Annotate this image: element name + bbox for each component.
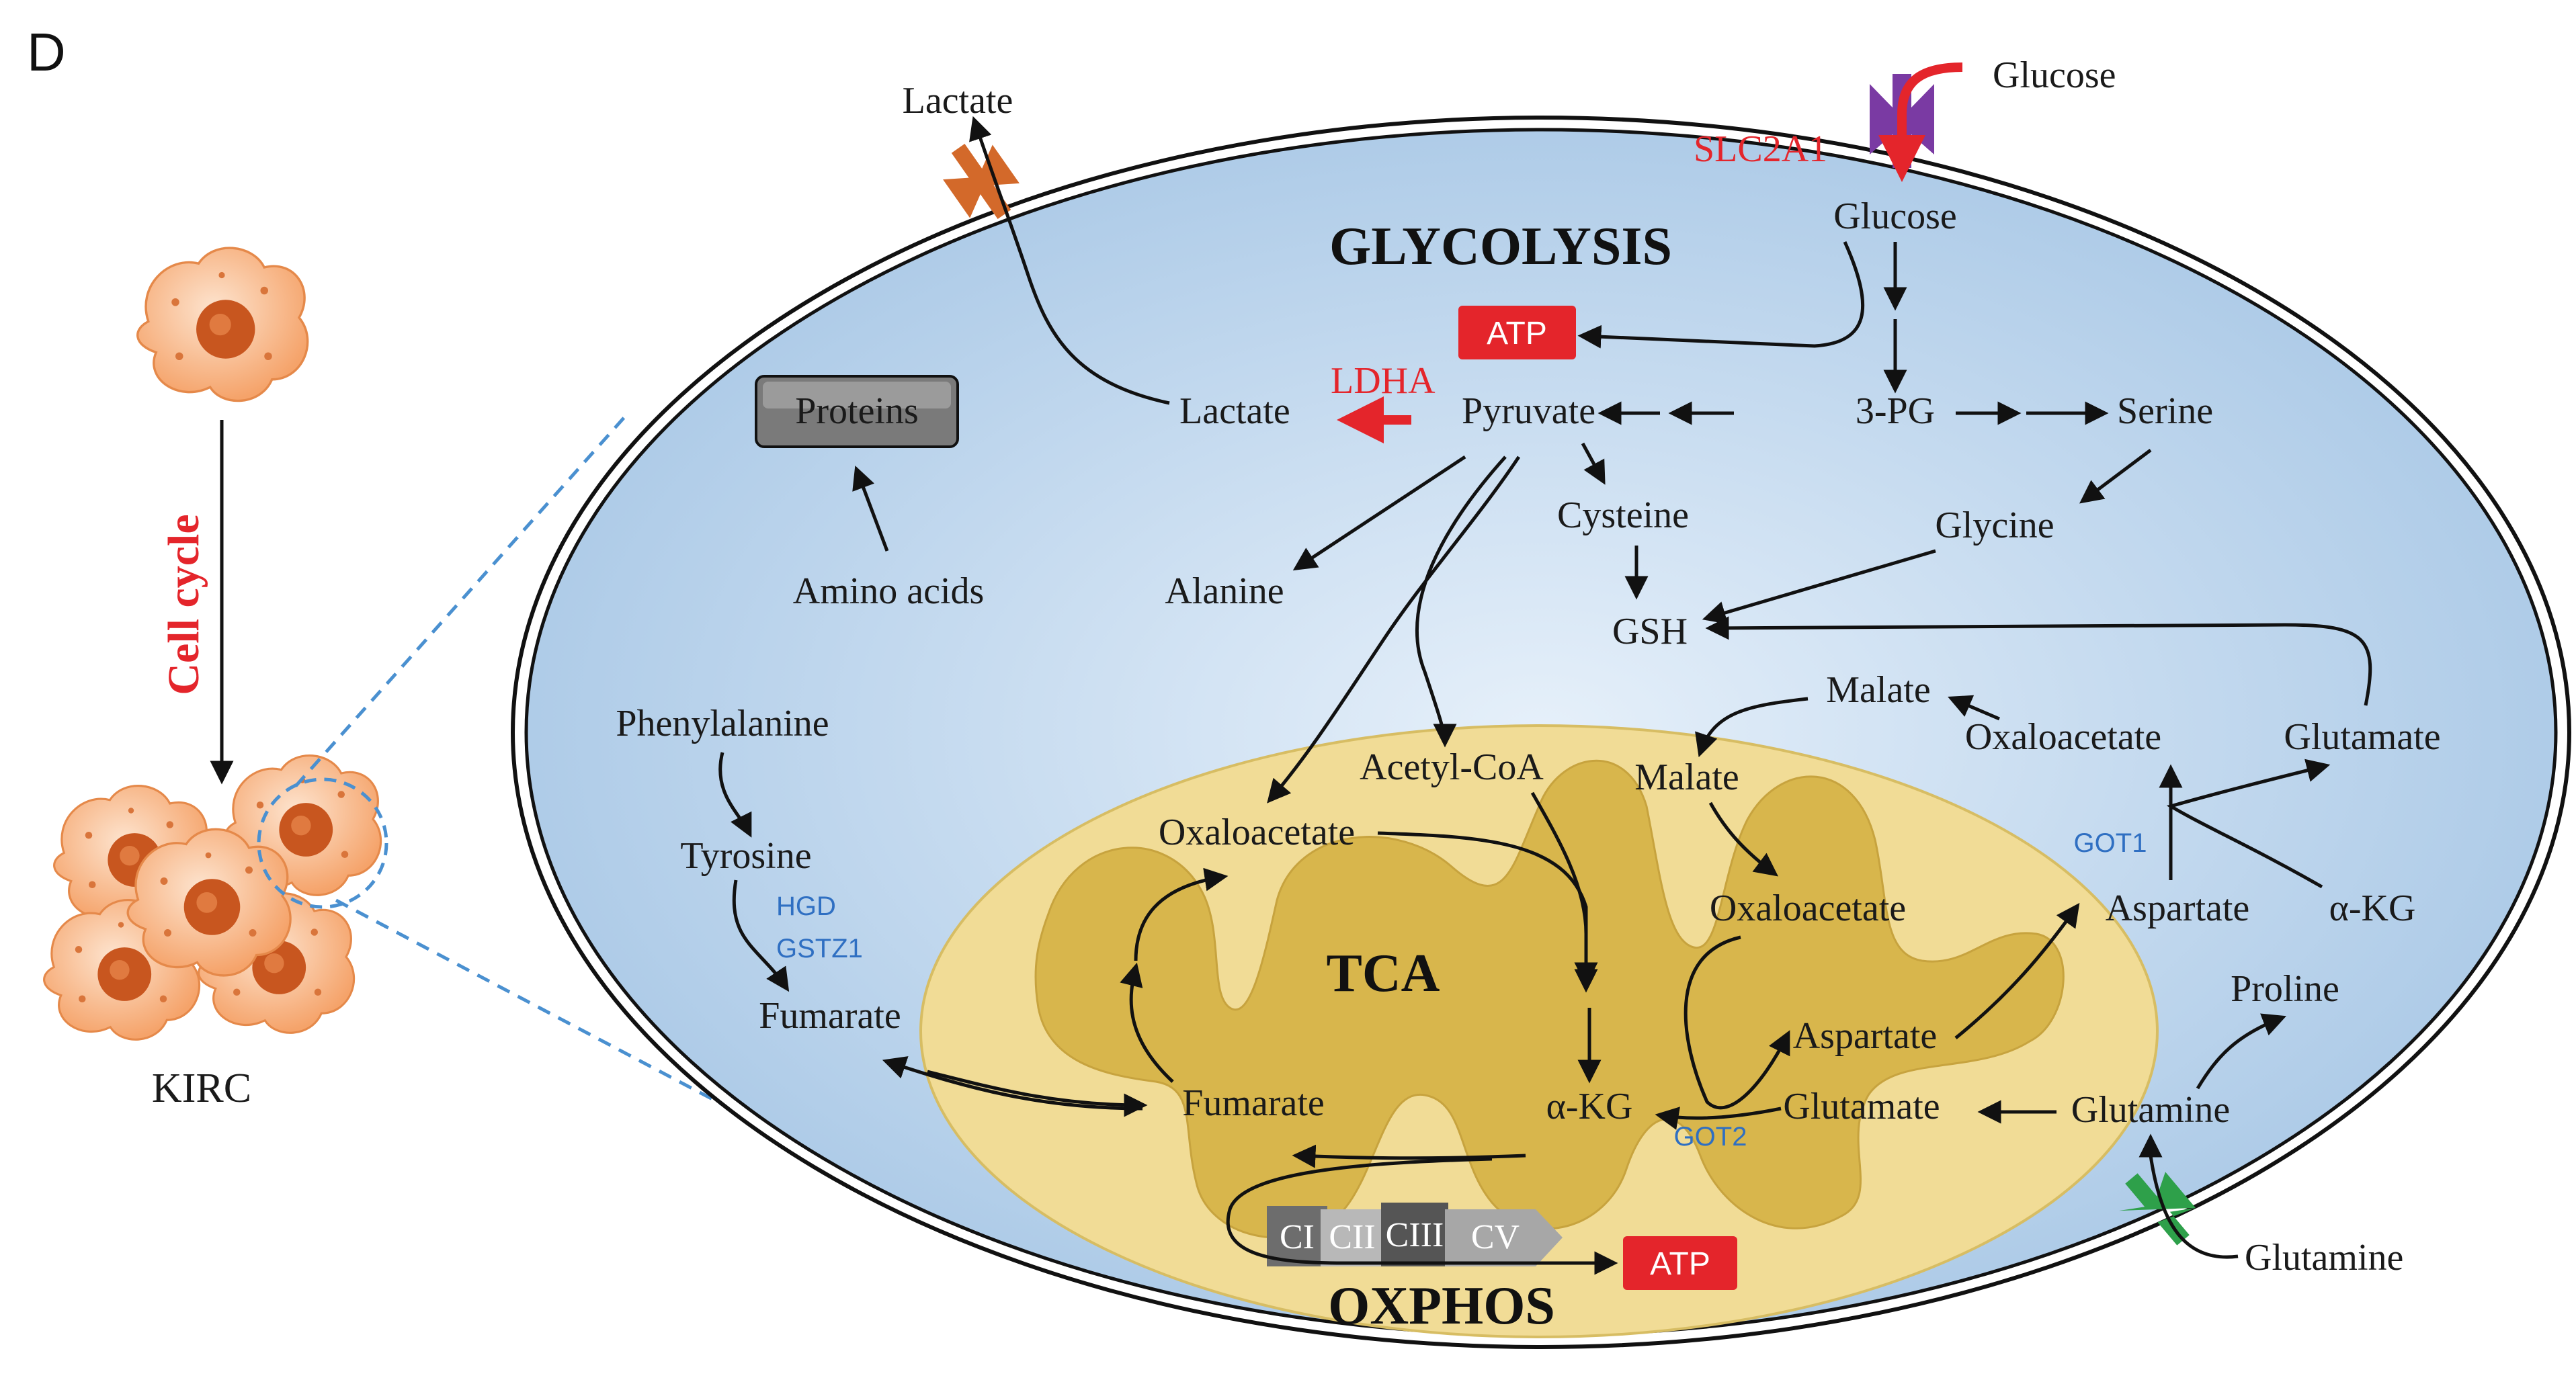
glucose-import-arrow [1878, 62, 1963, 182]
oxphos-title: OXPHOS [1328, 1277, 1555, 1336]
akg-mito: α-KG [1546, 1086, 1633, 1127]
fumarate-mito: Fumarate [1182, 1082, 1324, 1124]
proteins-box: Proteins [755, 375, 959, 448]
zoom-line-top [294, 415, 626, 787]
akg-cyto: α-KG [2329, 888, 2416, 929]
slc2a1-label: SLC2A1 [1694, 128, 1827, 170]
pathway-arrows [718, 241, 2372, 1168]
glutamine-cyto: Glutamine [2071, 1089, 2230, 1131]
tyrosine: Tyrosine [680, 835, 811, 877]
cysteine: Cysteine [1557, 494, 1689, 536]
hgd-label: HGD [776, 892, 836, 921]
single-tumor-cell [136, 247, 309, 402]
fumarate-cyto: Fumarate [759, 995, 901, 1037]
glutamine-transporter [2119, 1172, 2196, 1246]
got1-label: GOT1 [2074, 828, 2147, 858]
svg-text:Proteins: Proteins [795, 390, 919, 432]
atp-bottom: ATP [1623, 1236, 1737, 1290]
atp-top: ATP [1458, 306, 1576, 359]
pg3: 3-PG [1856, 390, 1935, 432]
alanine: Alanine [1165, 570, 1284, 612]
oxphos-arrow [1226, 1157, 1618, 1275]
serine: Serine [2117, 390, 2213, 432]
gstz1-label: GSTZ1 [776, 934, 863, 963]
pyruvate: Pyruvate [1462, 390, 1595, 432]
cell-cycle-label: Cell cycle [159, 514, 208, 695]
malate-mito: Malate [1634, 756, 1739, 798]
complex-cii: CII [1329, 1218, 1375, 1256]
got2-label: GOT2 [1674, 1122, 1747, 1152]
tca-title: TCA [1327, 944, 1440, 1003]
glutamate-mito: Glutamate [1783, 1086, 1940, 1127]
aspartate-cyto: Aspartate [2106, 888, 2250, 929]
oxaloacetate-cyto: Oxaloacetate [1965, 716, 2161, 758]
zoom-circle [257, 777, 388, 909]
oxaloacetate-mito2: Oxaloacetate [1710, 888, 1906, 929]
glycine: Glycine [1935, 505, 2054, 546]
complex-ciii: CIII [1386, 1216, 1444, 1254]
gsh: GSH [1612, 611, 1688, 652]
lactate-out: Lactate [903, 80, 1013, 122]
ldha-label: LDHA [1331, 360, 1436, 402]
svg-text:ATP: ATP [1650, 1246, 1710, 1282]
mitochondrion-cristae [1034, 760, 2065, 1239]
complex-cv: CV [1471, 1218, 1520, 1256]
malate-cyto: Malate [1826, 669, 1930, 711]
lactate-export-arrow [969, 116, 1170, 405]
tumor-cluster [43, 754, 382, 1041]
svg-text:ATP: ATP [1487, 316, 1547, 351]
proline: Proline [2231, 968, 2339, 1010]
oxaloacetate-mito: Oxaloacetate [1159, 812, 1355, 853]
glutamine-out: Glutamine [2245, 1237, 2403, 1279]
panel-letter: D [27, 22, 66, 82]
amino-acids: Amino acids [793, 570, 985, 612]
complex-ci: CI [1280, 1218, 1315, 1256]
etc-complexes: CI CII CIII CV [1267, 1203, 1563, 1266]
glutamate-cyto: Glutamate [2284, 716, 2440, 758]
aspartate-mito: Aspartate [1793, 1015, 1938, 1057]
glucose-out: Glucose [1993, 54, 2116, 96]
acetyl-coa: Acetyl-CoA [1360, 746, 1544, 788]
kirc-label: KIRC [152, 1066, 251, 1111]
glucose-in: Glucose [1833, 196, 1957, 237]
glycolysis-title: GLYCOLYSIS [1329, 217, 1672, 276]
phenylalanine: Phenylalanine [616, 703, 829, 744]
lactate-in: Lactate [1179, 390, 1290, 432]
glutamine-import-arrow [2138, 1133, 2239, 1259]
